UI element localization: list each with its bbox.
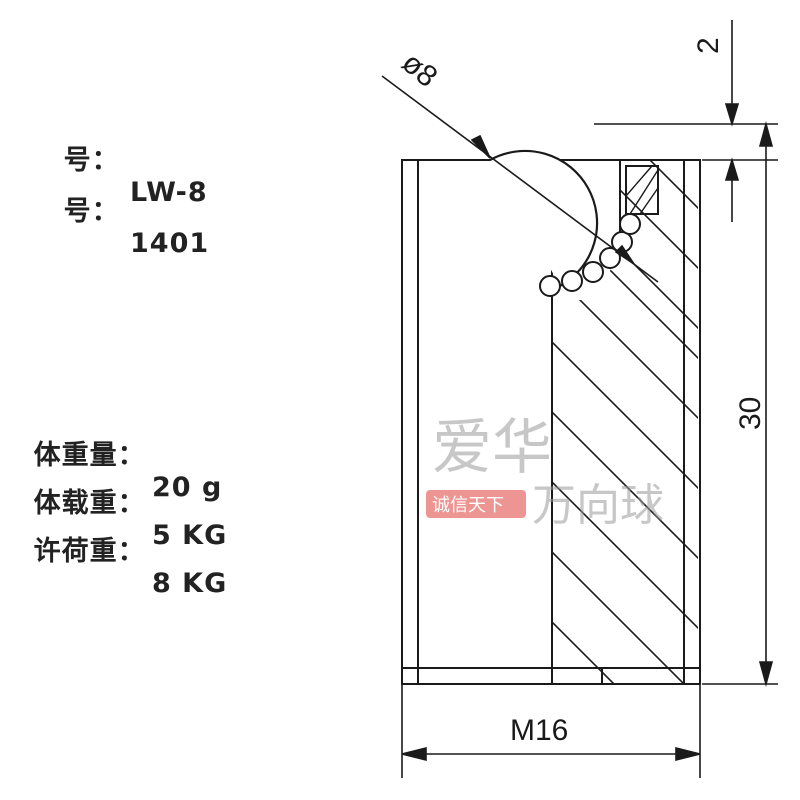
retainer-block	[625, 165, 659, 215]
support-ball	[619, 213, 641, 235]
spec-label: 许荷重：	[33, 536, 146, 567]
height-label: 30	[734, 397, 767, 430]
spec-value: 1401	[130, 228, 210, 259]
spec-value: 5 KG	[152, 520, 228, 551]
support-ball	[582, 261, 604, 283]
spec-value: 8 KG	[152, 568, 228, 599]
main-ball	[489, 149, 599, 287]
spec-label: 体重量：	[33, 440, 146, 471]
support-balls	[539, 213, 641, 297]
watermark-logo: 爱华	[432, 413, 552, 483]
spec-label: 号：	[63, 196, 120, 227]
support-ball	[561, 270, 583, 292]
height-dimension	[702, 120, 778, 688]
thread-dimension	[401, 684, 701, 778]
spec-row-allowable-load: 许荷重： 8 KG	[0, 498, 227, 630]
watermark-stamp-text: 诚信天下	[432, 495, 504, 516]
spec-row-weight: 体重量： 20 g	[0, 402, 222, 534]
spec-label: 体载重：	[33, 488, 146, 519]
arrow-head	[614, 244, 635, 265]
arrow-head	[470, 134, 491, 159]
spec-row-load: 体载重： 5 KG	[0, 450, 227, 582]
watermark: 爱华 诚信天下 万向球	[426, 413, 664, 531]
support-ball	[599, 247, 621, 269]
diameter-leader	[381, 75, 659, 283]
spec-label: 号：	[63, 145, 120, 176]
thread-label: M16	[510, 714, 568, 747]
watermark-stamp	[426, 490, 526, 518]
support-ball	[539, 275, 561, 297]
ball-diameter-label: ø8	[396, 46, 444, 94]
top-offset-label: 2	[692, 37, 725, 54]
spec-row-code: 号： 1401	[22, 158, 209, 290]
spec-value: LW-8	[130, 177, 208, 208]
spec-value: 20 g	[152, 472, 223, 503]
watermark-brand: 万向球	[532, 480, 664, 531]
top-offset-dimension	[594, 20, 778, 222]
spec-row-model: 号： LW-8	[22, 107, 207, 239]
